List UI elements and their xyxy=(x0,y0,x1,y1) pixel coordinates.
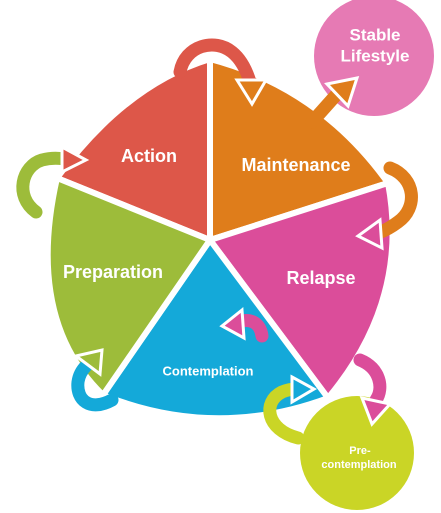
arrow-maintenance-to-stable xyxy=(305,87,344,129)
arrowhead-contemplation-to-preparation xyxy=(72,348,104,377)
arrowhead-maintenance-to-stable xyxy=(324,76,360,109)
label-relapse: Relapse xyxy=(286,268,355,288)
segment-contemplation xyxy=(100,237,331,422)
arrowhead-relapse-to-contemplation xyxy=(219,307,246,341)
transition-arrows xyxy=(16,38,418,445)
label-action: Action xyxy=(121,146,177,166)
segment-preparation xyxy=(44,175,213,398)
label-precontemplation-line2: contemplation xyxy=(321,459,396,471)
arrow-contemplation-to-preparation xyxy=(71,359,119,412)
label-contemplation: Contemplation xyxy=(163,363,254,378)
label-maintenance: Maintenance xyxy=(241,155,350,175)
arrow-preparation-to-action xyxy=(16,151,71,219)
precontemplation-circle xyxy=(300,396,414,510)
arrow-action-to-maintenance xyxy=(173,38,257,89)
arrowhead-relapse-to-precontemplation xyxy=(359,395,393,427)
label-stable-line2: Lifestyle xyxy=(341,46,410,65)
label-preparation: Preparation xyxy=(63,262,163,282)
arrowhead-precontemplation-to-contemplation xyxy=(290,374,318,405)
arrow-relapse-to-precontemplation xyxy=(353,353,387,407)
label-precontemplation-line1: Pre- xyxy=(349,445,371,457)
segment-relapse xyxy=(207,180,396,401)
label-stable-line1: Stable xyxy=(349,25,400,44)
arrowhead-preparation-to-action xyxy=(60,144,90,175)
arrowhead-action-to-maintenance xyxy=(234,78,269,107)
arrowhead-maintenance-to-relapse xyxy=(355,217,384,251)
